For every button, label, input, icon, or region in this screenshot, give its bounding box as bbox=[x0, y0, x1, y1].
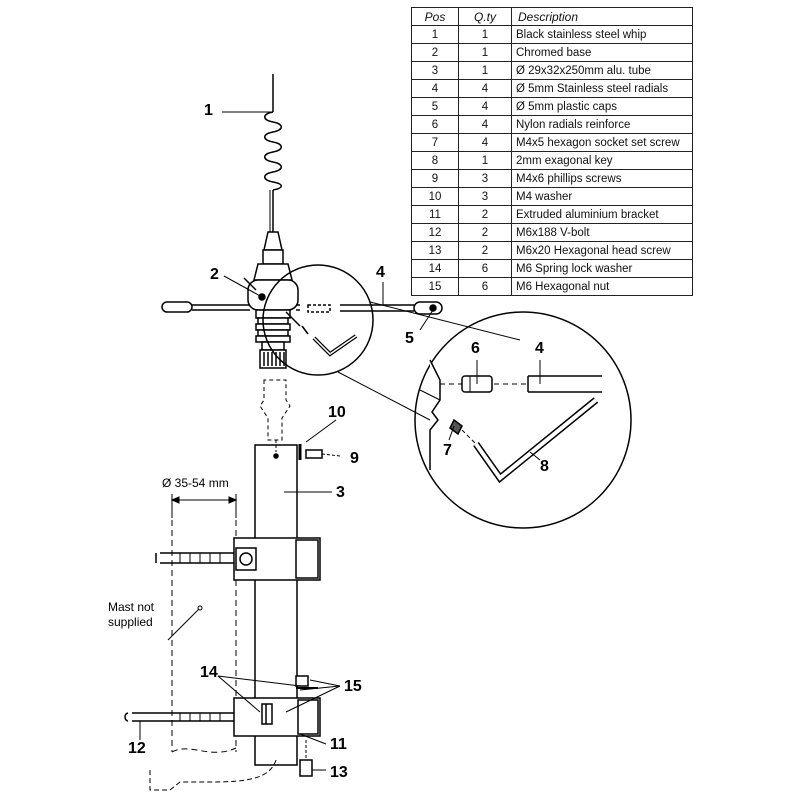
callout-8: 8 bbox=[540, 458, 549, 475]
cell-qty: 4 bbox=[458, 79, 512, 98]
cell-qty: 6 bbox=[458, 277, 512, 296]
cell-description: 2mm exagonal key bbox=[511, 151, 693, 170]
cell-pos: 12 bbox=[411, 223, 459, 242]
callout-5: 5 bbox=[405, 330, 414, 347]
chromed-base bbox=[247, 231, 299, 369]
radials bbox=[161, 277, 443, 357]
cell-pos: 14 bbox=[411, 259, 459, 278]
cell-pos: 10 bbox=[411, 187, 459, 206]
cell-pos: 3 bbox=[411, 61, 459, 80]
cell-description: Ø 5mm plastic caps bbox=[511, 97, 693, 116]
cell-qty: 1 bbox=[458, 25, 512, 44]
cell-pos: 4 bbox=[411, 79, 459, 98]
cell-description: M6 Spring lock washer bbox=[511, 259, 693, 278]
cell-qty: 1 bbox=[458, 151, 512, 170]
callout-7: 7 bbox=[443, 442, 452, 459]
header-qty: Q.ty bbox=[458, 7, 512, 26]
callout-11: 11 bbox=[330, 736, 347, 753]
cell-pos: 2 bbox=[411, 43, 459, 62]
mast bbox=[171, 520, 237, 753]
header-description: Description bbox=[511, 7, 693, 26]
callout-1: 1 bbox=[204, 102, 213, 119]
cell-pos: 5 bbox=[411, 97, 459, 116]
cell-qty: 2 bbox=[458, 205, 512, 224]
cell-qty: 4 bbox=[458, 115, 512, 134]
cell-description: Ø 29x32x250mm alu. tube bbox=[511, 61, 693, 80]
cell-qty: 1 bbox=[458, 61, 512, 80]
cable bbox=[149, 759, 277, 791]
cell-description: M4 washer bbox=[511, 187, 693, 206]
inset-circle-small bbox=[262, 264, 374, 376]
cell-description: M6 Hexagonal nut bbox=[511, 277, 693, 296]
cell-qty: 3 bbox=[458, 169, 512, 188]
cell-description: M6x20 Hexagonal head screw bbox=[511, 241, 693, 260]
upper-bracket bbox=[155, 537, 321, 581]
callout-14: 14 bbox=[200, 664, 218, 681]
cell-qty: 4 bbox=[458, 133, 512, 152]
callout-10: 10 bbox=[328, 404, 346, 421]
cell-qty: 4 bbox=[458, 97, 512, 116]
callout-12: 12 bbox=[128, 740, 146, 757]
callout-3: 3 bbox=[336, 484, 345, 501]
callout-9: 9 bbox=[350, 450, 359, 467]
mast-note-line1: Mast not bbox=[108, 600, 155, 614]
cell-pos: 15 bbox=[411, 277, 459, 296]
cell-description: M4x5 hexagon socket set screw bbox=[511, 133, 693, 152]
header-pos: Pos bbox=[411, 7, 459, 26]
callout-15: 15 bbox=[344, 678, 362, 695]
whip bbox=[264, 74, 282, 232]
mast-note: Mast not supplied bbox=[108, 600, 154, 630]
lower-bracket bbox=[124, 675, 321, 777]
cell-qty: 2 bbox=[458, 223, 512, 242]
cell-description: Nylon radials reinforce bbox=[511, 115, 693, 134]
callout-4: 4 bbox=[376, 264, 385, 281]
leader-lines bbox=[139, 111, 541, 771]
cell-pos: 6 bbox=[411, 115, 459, 134]
cell-qty: 2 bbox=[458, 241, 512, 260]
cell-pos: 13 bbox=[411, 241, 459, 260]
cell-description: M6x188 V-bolt bbox=[511, 223, 693, 242]
callout-2: 2 bbox=[210, 266, 219, 283]
callout-13: 13 bbox=[330, 764, 348, 781]
callout-4-detail: 4 bbox=[535, 340, 544, 357]
cell-description: Ø 5mm Stainless steel radials bbox=[511, 79, 693, 98]
cell-qty: 6 bbox=[458, 259, 512, 278]
table-header-row: Pos Q.ty Description bbox=[411, 7, 693, 26]
callout-6: 6 bbox=[471, 340, 480, 357]
cell-pos: 7 bbox=[411, 133, 459, 152]
diameter-label: Ø 35-54 mm bbox=[162, 476, 229, 490]
cell-description: Extruded aluminium bracket bbox=[511, 205, 693, 224]
detail-inset bbox=[414, 311, 632, 529]
cell-qty: 3 bbox=[458, 187, 512, 206]
cell-pos: 9 bbox=[411, 169, 459, 188]
cell-pos: 1 bbox=[411, 25, 459, 44]
cell-description: M4x6 phillips screws bbox=[511, 169, 693, 188]
cell-description: Black stainless steel whip bbox=[511, 25, 693, 44]
cell-qty: 1 bbox=[458, 43, 512, 62]
cell-pos: 8 bbox=[411, 151, 459, 170]
mast-note-line2: supplied bbox=[108, 615, 153, 629]
diameter-dimension bbox=[170, 494, 238, 518]
cell-description: Chromed base bbox=[511, 43, 693, 62]
cell-pos: 11 bbox=[411, 205, 459, 224]
